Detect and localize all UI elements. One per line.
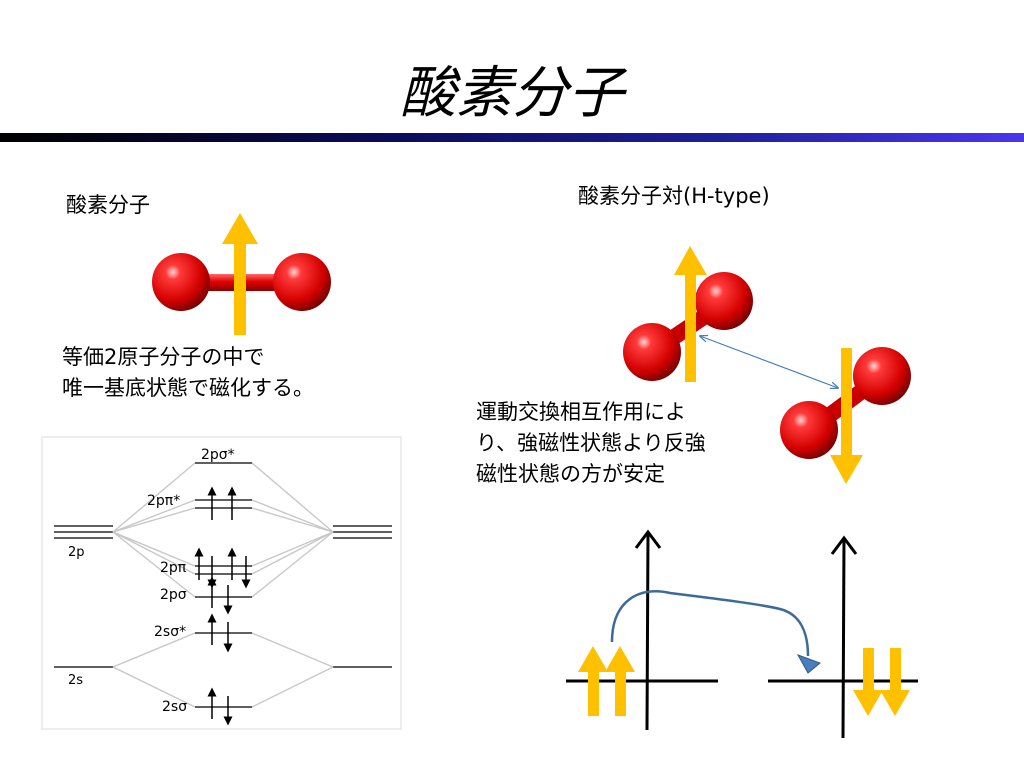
mo-label-pi2p-star: 2pπ* xyxy=(147,493,180,509)
pair-caption-line3: 磁性状態の方が安定 xyxy=(476,462,665,486)
exchange-hop-arrow xyxy=(610,590,810,657)
single-oxygen-molecule xyxy=(152,213,331,335)
pair-caption-line1: 運動交換相互作用によ xyxy=(476,400,686,424)
intermolecular-distance-arrow xyxy=(700,336,838,388)
hop-arrowhead-icon xyxy=(796,654,821,674)
mo-diagram: 2pσ* 2pπ* 2pπ 2pσ 2sσ* 2sσ 2p 2s xyxy=(41,436,402,730)
spin-up-arrow-icon xyxy=(605,646,635,716)
oxygen-atom xyxy=(695,272,753,330)
exchange-schematic xyxy=(566,529,918,739)
single-caption-line1: 等価2原子分子の中で xyxy=(62,345,265,369)
oxygen-atom xyxy=(780,401,838,459)
spin-down-arrow-icon xyxy=(880,648,910,716)
oxygen-pair-lower xyxy=(780,347,911,484)
oxygen-pair-upper xyxy=(623,246,753,382)
single-molecule-label: 酸素分子 xyxy=(66,193,150,217)
mo-label-sigma2s-star: 2sσ* xyxy=(154,624,186,640)
pair-label: 酸素分子対(H-type) xyxy=(578,184,770,208)
atomic-label-2p: 2p xyxy=(68,545,85,560)
mo-label-sigma2p: 2pσ xyxy=(160,587,187,603)
axis-arrowhead-icon xyxy=(830,535,858,555)
spin-down-arrow-icon xyxy=(853,648,883,716)
mo-label-pi2p: 2pπ xyxy=(160,560,187,576)
oxygen-atom xyxy=(623,323,681,381)
mo-label-sigma2p-star: 2pσ* xyxy=(201,447,235,463)
axis-arrowhead-icon xyxy=(634,529,662,549)
spin-up-arrow-icon xyxy=(674,246,707,382)
page-title: 酸素分子 xyxy=(400,61,624,126)
atomic-label-2s: 2s xyxy=(68,673,83,688)
title-rule xyxy=(0,133,1024,142)
spin-up-arrow-icon xyxy=(222,213,258,335)
mo-label-sigma2s: 2sσ xyxy=(162,699,187,715)
spin-up-arrow-icon xyxy=(578,646,608,716)
single-caption-line2: 唯一基底状態で磁化する。 xyxy=(62,376,314,400)
pair-caption-line2: り、強磁性状態より反強 xyxy=(476,431,706,455)
oxygen-atom-right xyxy=(273,253,331,311)
oxygen-atom-left xyxy=(152,253,210,311)
oxygen-atom xyxy=(853,347,911,405)
spin-down-arrow-icon xyxy=(830,348,863,484)
